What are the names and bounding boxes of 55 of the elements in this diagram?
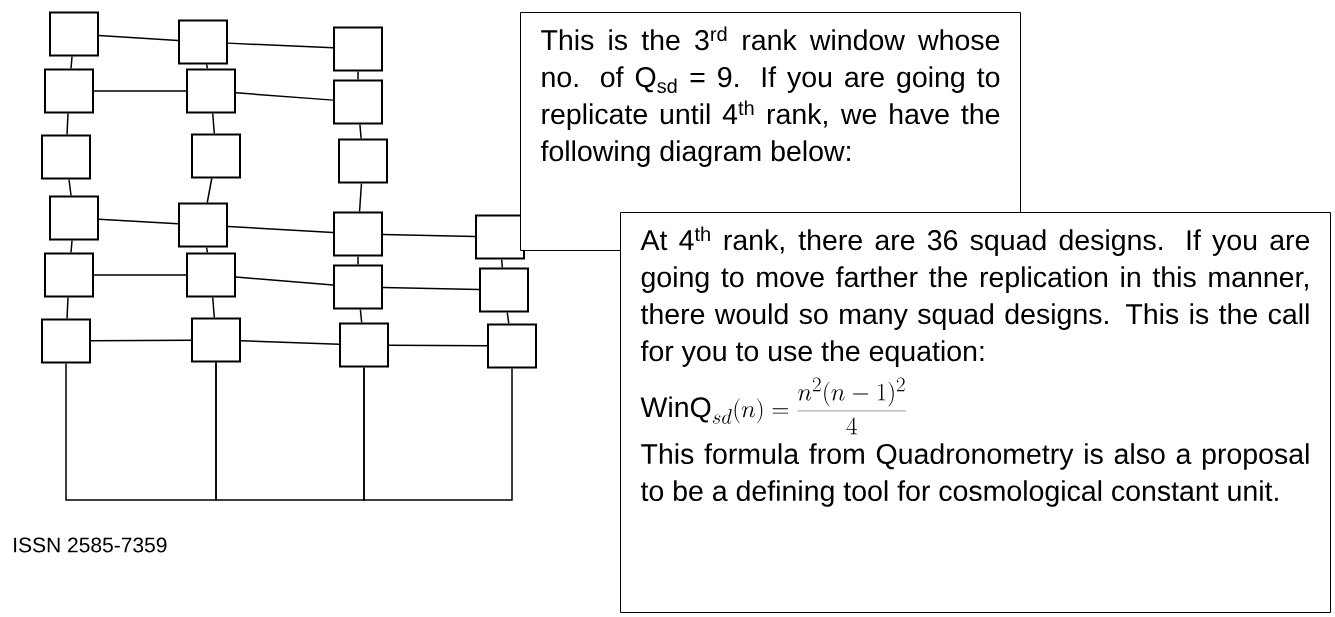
connector-line <box>240 340 340 345</box>
square-box <box>487 323 537 369</box>
connector-line <box>93 90 187 92</box>
square-box <box>339 322 389 368</box>
square-box <box>186 68 236 114</box>
square-box <box>475 214 525 260</box>
connector-line <box>235 276 334 286</box>
connector-line <box>382 286 480 291</box>
square-box <box>41 318 91 364</box>
connector-line <box>363 366 513 501</box>
connector-line <box>66 296 69 320</box>
square-box <box>191 317 241 363</box>
square-box <box>333 26 383 72</box>
square-box <box>338 138 388 184</box>
connector-line <box>90 339 192 342</box>
connector-line <box>358 182 363 213</box>
square-box <box>333 79 383 125</box>
connector-line <box>359 123 362 140</box>
connector-line <box>68 178 72 197</box>
square-box <box>479 267 529 313</box>
connector-line <box>215 361 365 501</box>
connector-line <box>70 239 73 254</box>
square-box <box>178 19 228 65</box>
square-box <box>41 134 91 180</box>
connector-line <box>205 63 209 70</box>
connector-line <box>212 296 216 319</box>
connector-line <box>93 274 187 276</box>
square-box <box>49 195 99 241</box>
connector-line <box>65 361 217 501</box>
square-box <box>49 11 99 57</box>
connector-line <box>388 344 488 347</box>
connector-line <box>98 34 179 42</box>
footer-text: ISSN 2585-7359 <box>14 537 167 553</box>
connector-line <box>357 255 359 266</box>
square-box <box>44 68 94 114</box>
connector-line <box>98 218 179 225</box>
connector-line <box>235 92 334 101</box>
square-box <box>333 264 383 310</box>
square-box <box>191 133 241 179</box>
square-box <box>333 211 383 257</box>
connector-line <box>205 246 209 254</box>
connector-line <box>227 42 334 49</box>
connector-line <box>212 112 216 135</box>
connector-line <box>227 225 334 234</box>
square-box <box>44 252 94 298</box>
connector-line <box>66 112 69 136</box>
connector-line <box>359 308 363 324</box>
connector-line <box>70 55 73 70</box>
square-box <box>186 252 236 298</box>
connector-line <box>357 70 359 81</box>
connector-line <box>500 258 504 269</box>
connector-line <box>206 177 213 204</box>
square-box <box>178 202 228 248</box>
connector-line <box>382 233 476 238</box>
connector-line <box>506 311 510 325</box>
